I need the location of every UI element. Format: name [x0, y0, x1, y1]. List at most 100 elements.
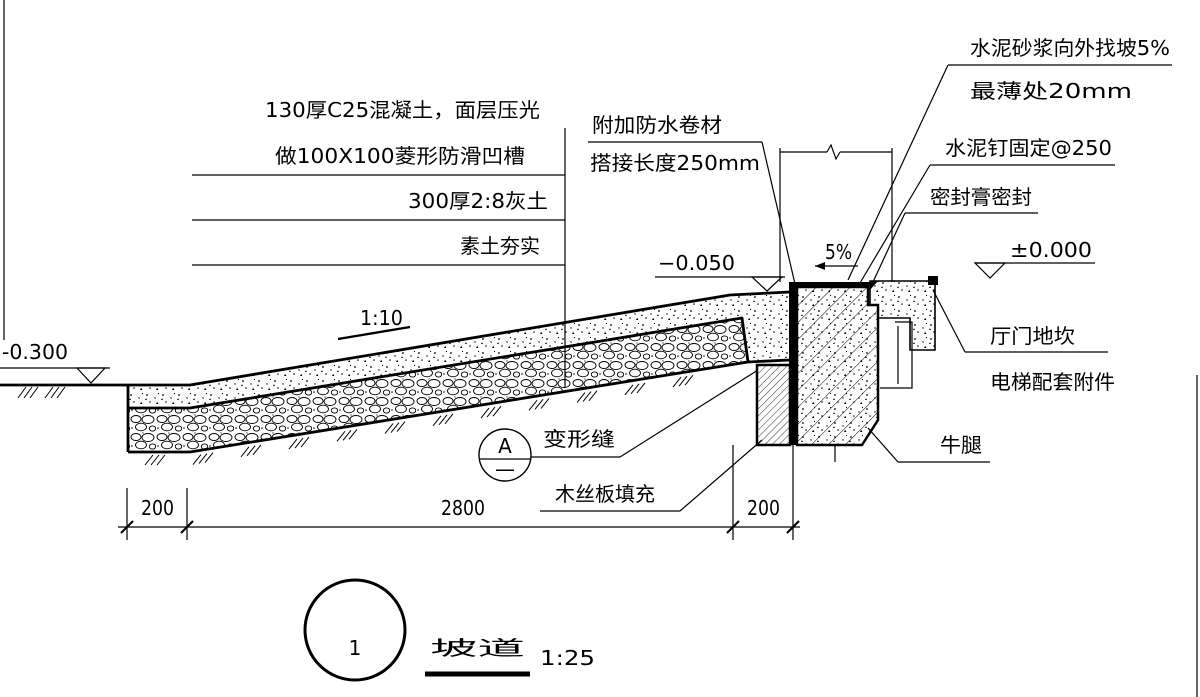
note-filler: 木丝板填充 [555, 482, 655, 506]
soil-hatch-mark [636, 382, 646, 394]
soil-hatch-mark [342, 430, 352, 441]
soil-hatch-mark [44, 386, 54, 399]
note-leader [872, 212, 906, 283]
note-accessory: 电梯配套附件 [990, 370, 1115, 394]
slope-arrowhead [815, 262, 825, 270]
note-joint: 变形缝 [543, 427, 615, 451]
lower-wall-block [755, 363, 792, 447]
soil-hatch-mark [624, 384, 634, 396]
soil-hatch-mark [144, 454, 154, 466]
note-leader [867, 427, 899, 463]
ground-hatch-left [17, 386, 66, 399]
soil-hatch-mark [630, 383, 640, 395]
membrane-note: 附加防水卷材 搭接长度250mm [588, 113, 796, 285]
slope-sill-text: 5% [825, 240, 852, 264]
section-ref-circle [478, 428, 532, 482]
dim-left-text: 200 [141, 496, 174, 520]
soil-hatch-mark [492, 405, 502, 417]
soil-hatch-mark [294, 437, 304, 449]
slope-line [337, 325, 411, 341]
soil-hatch-mark [480, 407, 490, 419]
soil-hatch-mark [23, 386, 33, 399]
level-ramp-top-text: −0.050 [658, 251, 735, 275]
title-scale: 1:25 [540, 646, 595, 670]
soil-hatch-mark [438, 414, 448, 426]
soil-hatch-mark [390, 422, 400, 433]
soil-hatch-mark [29, 386, 39, 399]
soil-hatch-mark [252, 444, 262, 456]
level-triangle [973, 262, 1007, 279]
level-mark-floor: ±0.000 [973, 238, 1095, 279]
section-reference: A — [478, 428, 532, 482]
title-name: 坡道 [430, 636, 525, 660]
soil-hatch-mark [588, 390, 598, 401]
dim-tick [120, 520, 134, 534]
soil-hatch-mark [348, 429, 358, 440]
note-membrane: 附加防水卷材 [592, 113, 722, 137]
title-number: 1 [349, 636, 362, 660]
dim-tick [726, 520, 740, 534]
soil-hatch-mark [246, 445, 256, 457]
break-symbol [826, 143, 841, 161]
note-grooves: 做100X100菱形防滑凹槽 [275, 144, 525, 168]
soil-hatch-mark [444, 413, 454, 425]
sealant-mark [928, 276, 938, 285]
ramp-layer-notes: 130厚C25混凝土，面层压光 做100X100菱形防滑凹槽 300厚2:8灰土… [192, 98, 566, 388]
note-lime-soil: 300厚2:8灰土 [408, 189, 548, 213]
note-leader [859, 164, 931, 284]
dim-tick [786, 520, 800, 534]
soil-hatch-mark [156, 454, 166, 466]
level-triangle [75, 367, 107, 384]
dim-right-text: 200 [747, 496, 780, 520]
soil-hatch-mark [17, 386, 27, 399]
note-sill: 厅门地坎 [990, 324, 1075, 348]
soil-hatch-mark [432, 415, 442, 427]
soil-hatch-mark [300, 436, 310, 448]
ramp-top-surface [128, 290, 791, 387]
slope-ramp-text: 1:10 [360, 306, 403, 330]
soil-hatch-mark [50, 386, 60, 399]
dim-tick [180, 520, 194, 534]
soil-hatch-mark [384, 423, 394, 434]
soil-hatch-mark [582, 391, 592, 402]
note-leader [679, 439, 763, 512]
soil-hatch-mark [534, 399, 544, 410]
soil-hatch-mark [540, 398, 550, 409]
note-mortar-slope: 水泥砂浆向外找坡5% [970, 36, 1170, 60]
note-sealant: 密封膏密封 [930, 185, 1032, 209]
note-concrete: 130厚C25混凝土，面层压光 [265, 98, 540, 122]
soil-hatch-mark [396, 421, 406, 432]
dim-ramp-text: 2800 [441, 496, 485, 520]
soil-hatch-mark [56, 386, 66, 399]
level-mark-ramp-top: −0.050 [655, 251, 785, 292]
note-subgrade: 素土夯实 [460, 234, 540, 258]
soil-hatch-mark [198, 453, 208, 464]
door-sill [869, 280, 936, 351]
concrete-bottom-line [128, 316, 750, 410]
note-nails: 水泥钉固定@250 [945, 136, 1112, 160]
note-leader [619, 369, 759, 458]
slope-mark-sill: 5% [815, 240, 858, 270]
note-leader [847, 64, 949, 281]
soil-hatch-mark [240, 446, 250, 458]
level-floor-text: ±0.000 [1010, 238, 1092, 262]
wall-width-dimension [779, 143, 893, 282]
ground-hatch-ramp [144, 374, 694, 466]
ground-left [0, 383, 128, 399]
pit-wall-dots [797, 287, 878, 445]
lime-soil-layer [128, 318, 748, 452]
slope-mark-ramp: 1:10 [337, 306, 411, 341]
sill-edge-mark [870, 281, 878, 290]
soil-hatch-mark [336, 430, 346, 442]
ramp-section [126, 290, 791, 466]
level-ground-text: -0.300 [2, 340, 68, 364]
drawing-title: 1 坡道 1:25 [303, 578, 595, 682]
corbel-bracket [880, 321, 913, 389]
joint-notes: 变形缝 木丝板填充 [531, 369, 763, 512]
soil-hatch-mark [288, 438, 298, 450]
soil-hatch-mark [204, 452, 214, 463]
concrete-layer [128, 292, 790, 408]
section-ref-label: A [498, 434, 512, 458]
level-mark-ground: -0.300 [0, 340, 110, 384]
